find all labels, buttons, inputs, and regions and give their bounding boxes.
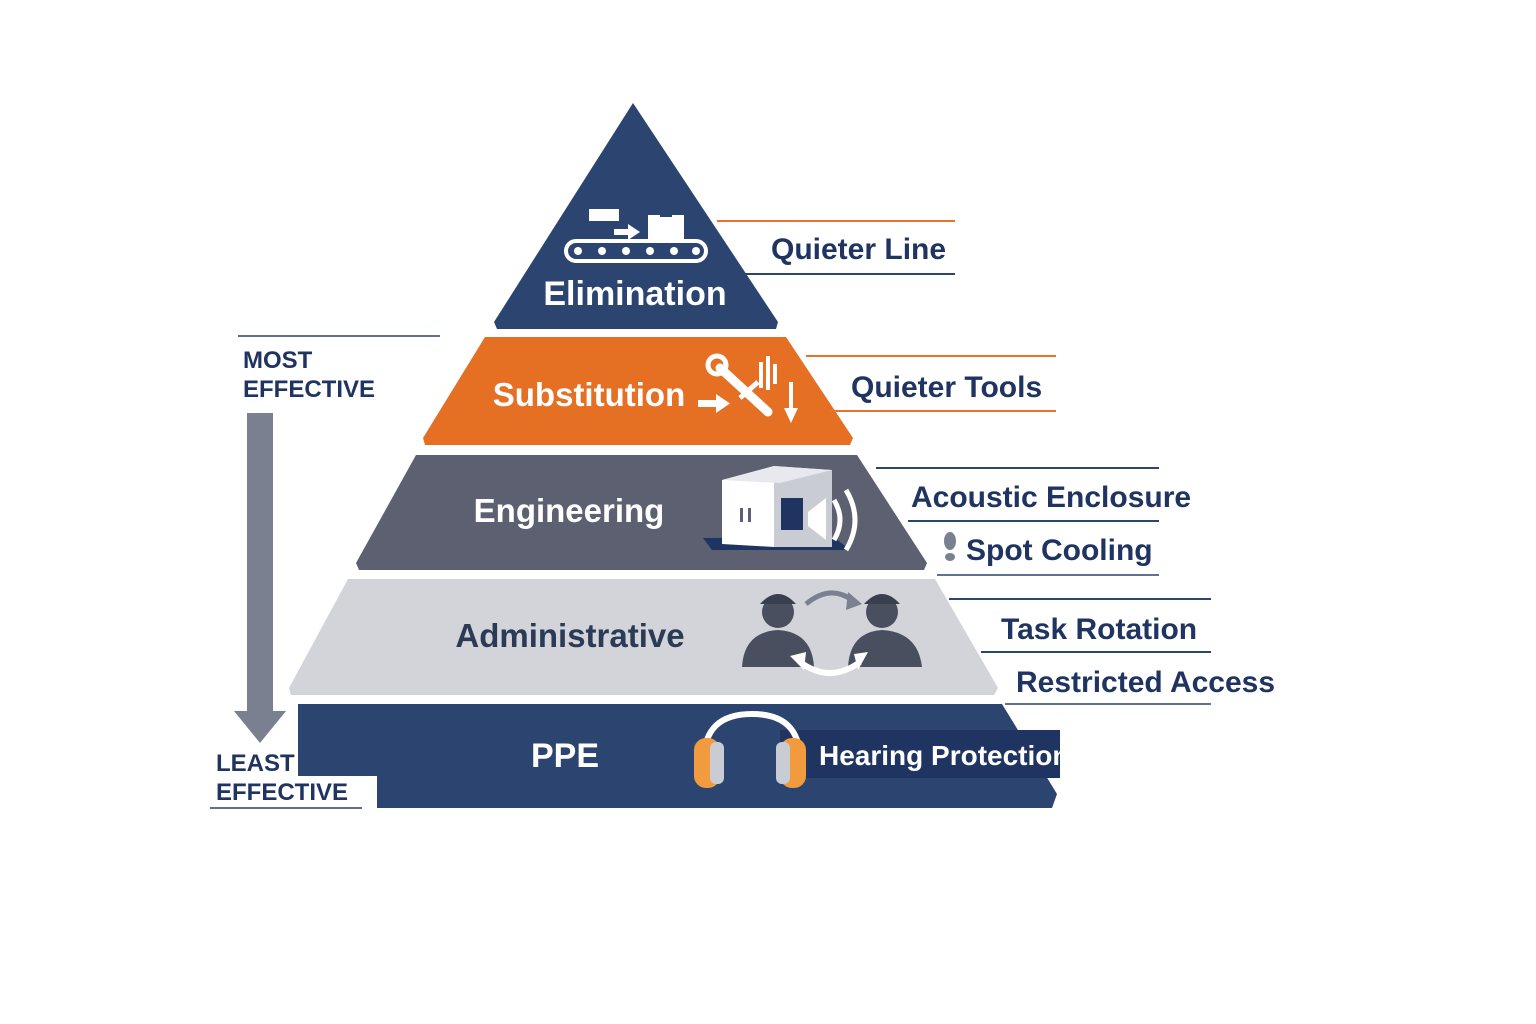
example-quieter-tools: Quieter Tools — [851, 371, 1042, 404]
least-effective-line2: EFFECTIVE — [216, 779, 348, 806]
earmuffs-icon — [694, 710, 806, 788]
tier-ppe: PPE Hearing Protection — [298, 704, 1069, 808]
substitution-label: Substitution — [493, 376, 685, 413]
conveyor-belt-icon — [564, 209, 708, 263]
tier-engineering: Engineering Acoustic Enclosure Spot Cool… — [356, 455, 1191, 576]
tier-administrative: Administrative Task Rotation Restricted … — [289, 579, 1275, 705]
tier-substitution: Substitution Quieter Tools — [423, 337, 1056, 445]
most-effective-line1: MOST — [243, 347, 313, 374]
elimination-triangle — [494, 103, 778, 329]
hearing-protection-tag — [780, 730, 1060, 778]
down-arrow-shaft — [247, 413, 273, 713]
engineering-label: Engineering — [474, 492, 665, 529]
most-effective-line2: EFFECTIVE — [243, 376, 375, 403]
wrench-tool-swap-icon — [698, 353, 798, 423]
example-spot-cooling: Spot Cooling — [966, 534, 1153, 567]
example-task-rotation: Task Rotation — [1001, 613, 1197, 646]
tier-elimination: Elimination Quieter Line — [494, 103, 955, 329]
example-hearing-protection: Hearing Protection — [819, 740, 1069, 771]
administrative-band — [289, 579, 998, 695]
elimination-label: Elimination — [543, 275, 726, 313]
acoustic-enclosure-icon — [703, 466, 858, 552]
down-arrow-icon — [234, 711, 286, 743]
worker-rotation-icon — [742, 590, 922, 676]
ppe-label: PPE — [531, 737, 599, 775]
substitution-band — [423, 337, 853, 445]
effectiveness-indicator: MOST EFFECTIVE LEAST EFFECTIVE — [210, 335, 440, 809]
example-quieter-line: Quieter Line — [771, 233, 946, 266]
spot-cooling-icon — [944, 532, 956, 561]
least-effective-line1: LEAST — [216, 750, 295, 777]
example-restricted-access: Restricted Access — [1016, 666, 1275, 699]
example-acoustic-enclosure: Acoustic Enclosure — [911, 481, 1191, 514]
administrative-label: Administrative — [455, 617, 684, 654]
